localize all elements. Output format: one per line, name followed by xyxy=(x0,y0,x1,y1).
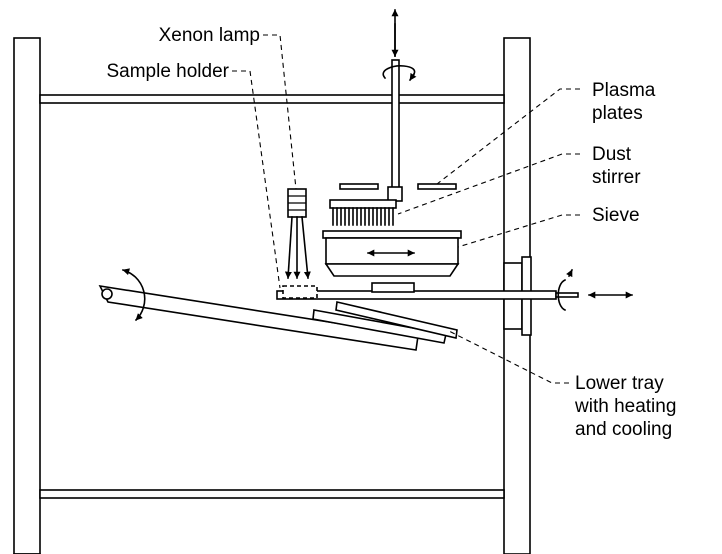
label-sample-holder: Sample holder xyxy=(106,61,229,82)
label-lower-tray-2: with heating xyxy=(574,396,676,417)
plasma-plates xyxy=(339,183,457,190)
leader-lines xyxy=(232,34,580,384)
light-ray xyxy=(301,216,311,279)
tray-pivot xyxy=(101,288,113,300)
leader-plasma-plates xyxy=(436,88,580,185)
leader-xenon-lamp xyxy=(263,34,297,190)
leader-sample-holder xyxy=(232,70,281,289)
top-beam xyxy=(39,94,505,104)
label-lower-tray-1: Lower tray xyxy=(575,373,664,394)
label-plasma-plates-2: plates xyxy=(592,103,643,124)
sieve-body xyxy=(325,237,459,265)
label-dust-stirrer-1: Dust xyxy=(592,144,632,165)
light-ray xyxy=(284,216,293,279)
sample-holder xyxy=(276,268,633,312)
stirrer-hub xyxy=(387,186,403,202)
side-shaft xyxy=(555,292,579,298)
holder-block xyxy=(371,282,415,293)
label-dust-stirrer-2: stirrer xyxy=(592,167,641,188)
label-plasma-plates-1: Plasma xyxy=(592,80,656,101)
leader-dust-stirrer xyxy=(397,153,580,215)
rotation-arrow-icon xyxy=(382,65,416,80)
rotation-arrow-icon xyxy=(122,268,146,322)
sieve-mesh xyxy=(324,263,460,277)
dust-stirrer xyxy=(329,9,417,226)
leader-sieve xyxy=(457,214,580,248)
brush-icon xyxy=(332,207,394,226)
label-sieve: Sieve xyxy=(592,205,640,226)
rotation-arrow-icon xyxy=(557,278,567,312)
brush-head xyxy=(329,199,397,209)
stirrer-shaft xyxy=(391,59,400,192)
left-wall xyxy=(13,37,41,554)
plasma-plate-right xyxy=(417,183,457,190)
labels: Xenon lamp Sample holder Plasma plates D… xyxy=(106,25,676,440)
sieve-rim xyxy=(322,230,462,239)
lamp-icon xyxy=(284,188,311,279)
plasma-plate-left xyxy=(339,183,379,190)
tray-top-plate xyxy=(335,301,458,339)
sieve xyxy=(322,230,462,277)
label-xenon-lamp: Xenon lamp xyxy=(159,25,260,46)
sample-cup xyxy=(282,285,318,299)
label-lower-tray-3: and cooling xyxy=(575,419,672,440)
bottom-beam xyxy=(39,489,505,499)
sample-holder-rod xyxy=(276,290,557,300)
lower-tray xyxy=(98,268,458,351)
